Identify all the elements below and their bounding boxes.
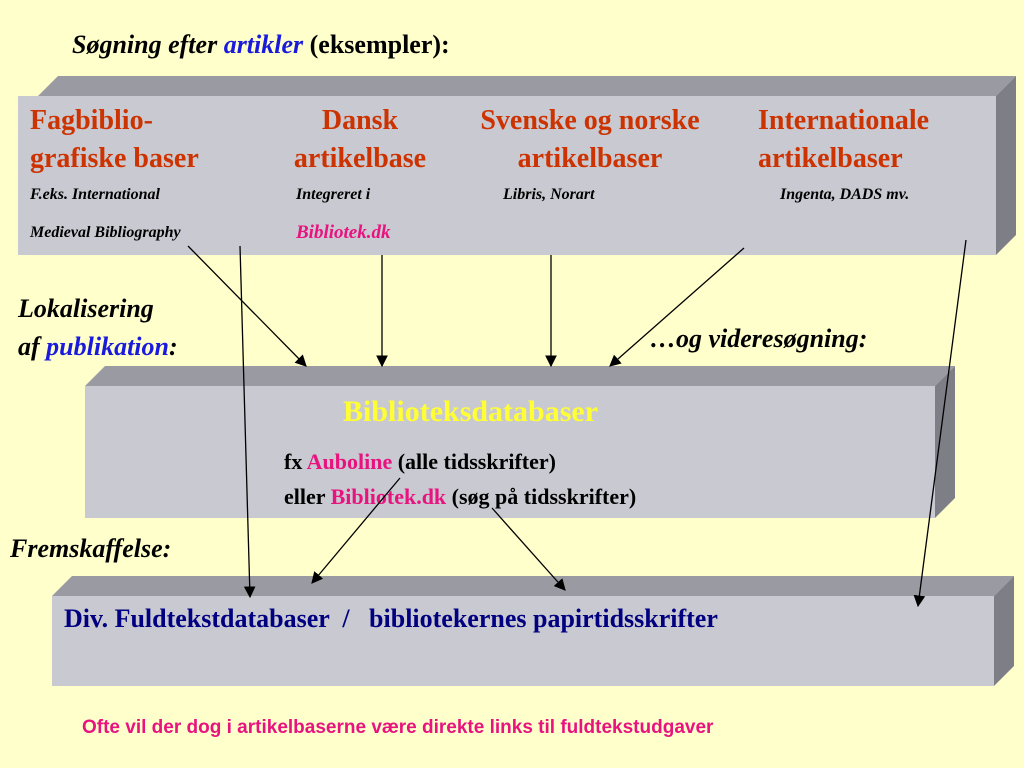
col-dansk-header: Dansk artikelbase bbox=[280, 102, 440, 178]
label-lokalisering-af: af bbox=[18, 332, 47, 361]
auboline-link: Auboline bbox=[306, 449, 393, 474]
col-fagbiblio-header: Fagbiblio- grafiske baser bbox=[30, 102, 199, 178]
title-highlight: artikler bbox=[223, 30, 304, 59]
middle-box-line1: fx Auboline (alle tidsskrifter) bbox=[284, 449, 556, 475]
col-dansk-line2: artikelbase bbox=[293, 143, 427, 174]
bottom-box-face bbox=[52, 596, 994, 686]
col-fagbiblio-line2: grafiske baser bbox=[30, 143, 199, 174]
col-fagbiblio-example1: F.eks. International bbox=[30, 186, 160, 203]
top-box-bevel bbox=[38, 76, 1016, 96]
page-title: Søgning efter artikler (eksempler): bbox=[72, 30, 450, 60]
label-videresoegning: …og videresøgning: bbox=[650, 324, 868, 353]
col-internationale-line2: artikelbaser bbox=[758, 143, 903, 174]
middle-box-face bbox=[85, 386, 935, 518]
col-internationale-header: Internationale artikelbaser bbox=[758, 102, 929, 178]
middle-line2-prefix: eller bbox=[284, 484, 331, 509]
col-svenske-line1: Svenske og norske bbox=[480, 105, 700, 136]
label-lokalisering: Lokalisering af publikation: bbox=[18, 290, 178, 366]
middle-box-side bbox=[935, 366, 955, 518]
col-fagbiblio-example2: Medieval Bibliography bbox=[30, 224, 181, 241]
label-lokalisering-line1: Lokalisering bbox=[18, 294, 154, 323]
footer-note: Ofte vil der dog i artikelbaserne være d… bbox=[82, 717, 714, 738]
middle-line2-suffix: (søg på tidsskrifter) bbox=[446, 484, 637, 509]
col-dansk-example2: Bibliotek.dk bbox=[296, 222, 391, 243]
top-box-side bbox=[996, 76, 1016, 255]
middle-box-bevel bbox=[85, 366, 955, 386]
title-part1: Søgning efter bbox=[72, 30, 224, 59]
bottom-box-side bbox=[994, 576, 1014, 686]
middle-line1-prefix: fx bbox=[284, 449, 307, 474]
bottom-box-text: Div. Fuldtekstdatabaser / bibliotekernes… bbox=[64, 604, 718, 633]
label-lokalisering-publikation: publikation bbox=[46, 332, 169, 361]
col-dansk-example1: Integreret i bbox=[296, 186, 371, 203]
arrow-internationale-to-bottom bbox=[913, 239, 967, 608]
col-svenske-example1: Libris, Norart bbox=[503, 186, 595, 203]
bibliotek-dk-link: Bibliotek.dk bbox=[330, 484, 447, 509]
middle-box-title: Biblioteksdatabaser bbox=[343, 395, 599, 428]
middle-line1-suffix: (alle tidsskrifter) bbox=[392, 449, 556, 474]
arrow-bibliotekdk-to-bottom bbox=[491, 507, 566, 591]
col-svenske-header: Svenske og norske artikelbaser bbox=[455, 102, 725, 178]
arrow-fagbiblio-to-middle bbox=[187, 245, 307, 367]
col-internationale-line1: Internationale bbox=[758, 105, 930, 136]
middle-box-line2: eller Bibliotek.dk (søg på tidsskrifter) bbox=[284, 484, 636, 510]
title-part2: (eksempler): bbox=[303, 30, 450, 59]
col-internationale-example1: Ingenta, DADS mv. bbox=[780, 186, 910, 203]
arrow-fagbiblio-to-bottom bbox=[239, 245, 256, 599]
col-fagbiblio-line1: Fagbiblio- bbox=[30, 105, 153, 136]
arrow-auboline-to-bottom bbox=[311, 477, 401, 584]
arrow-internationale-to-middle bbox=[609, 247, 745, 367]
label-lokalisering-line2: af publikation: bbox=[18, 328, 178, 366]
top-box-face bbox=[18, 96, 996, 255]
label-fremskaffelse: Fremskaffelse: bbox=[10, 534, 172, 563]
col-svenske-line2: artikelbaser bbox=[517, 143, 663, 174]
label-lokalisering-colon: : bbox=[169, 332, 178, 361]
bottom-box-bevel bbox=[52, 576, 1014, 596]
col-dansk-line1: Dansk bbox=[321, 105, 399, 136]
